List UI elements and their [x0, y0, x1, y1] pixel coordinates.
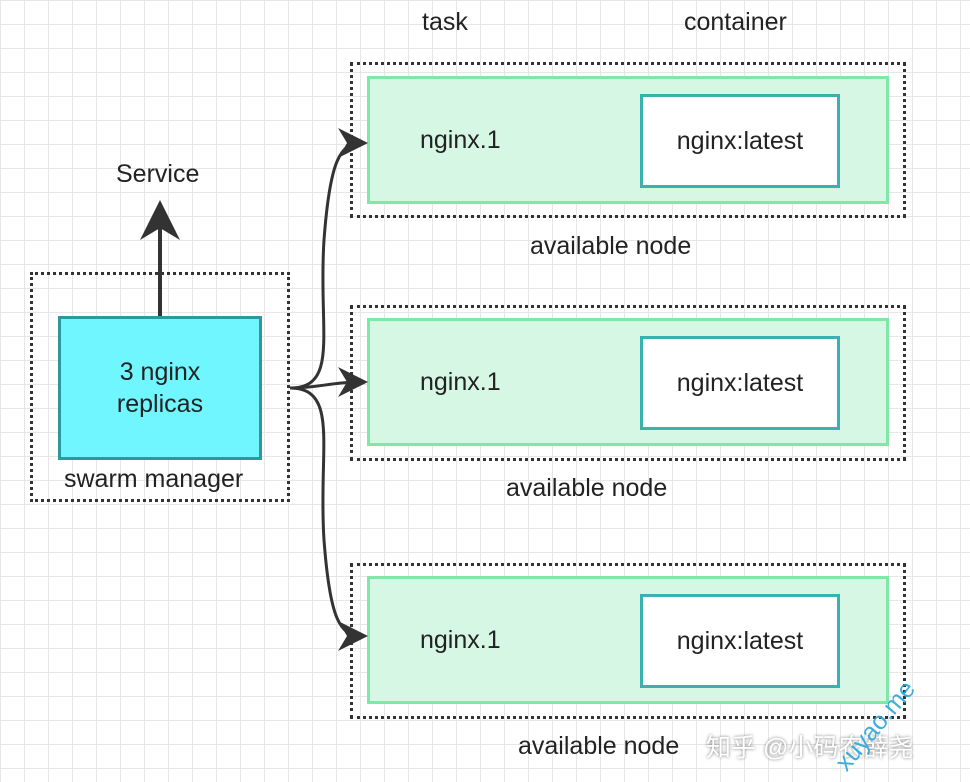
replicas-box: 3 nginx replicas — [58, 316, 262, 460]
container-label: nginx:latest — [676, 126, 804, 155]
swarm-manager-caption: swarm manager — [64, 465, 244, 493]
task-label: nginx.1 — [420, 626, 501, 654]
node-caption: available node — [518, 732, 680, 760]
task-header: task — [422, 8, 468, 36]
node-caption: available node — [530, 232, 692, 260]
container-box: nginx:latest — [640, 94, 840, 188]
container-label: nginx:latest — [676, 626, 804, 655]
container-header: container — [684, 8, 787, 36]
container-label: nginx:latest — [676, 368, 804, 397]
service-label: Service — [116, 160, 200, 188]
arrow-to-node-3 — [289, 386, 368, 651]
watermark-text: 知乎 @小码农薛尧 — [706, 734, 914, 762]
arrow-to-node-2 — [289, 367, 368, 398]
node-caption: available node — [506, 474, 668, 502]
arrow-to-node-1 — [289, 128, 368, 390]
replicas-line2: replicas — [116, 390, 204, 418]
task-label: nginx.1 — [420, 126, 501, 154]
replicas-line1: 3 nginx — [119, 358, 201, 386]
task-label: nginx.1 — [420, 368, 501, 396]
container-box: nginx:latest — [640, 594, 840, 688]
container-box: nginx:latest — [640, 336, 840, 430]
